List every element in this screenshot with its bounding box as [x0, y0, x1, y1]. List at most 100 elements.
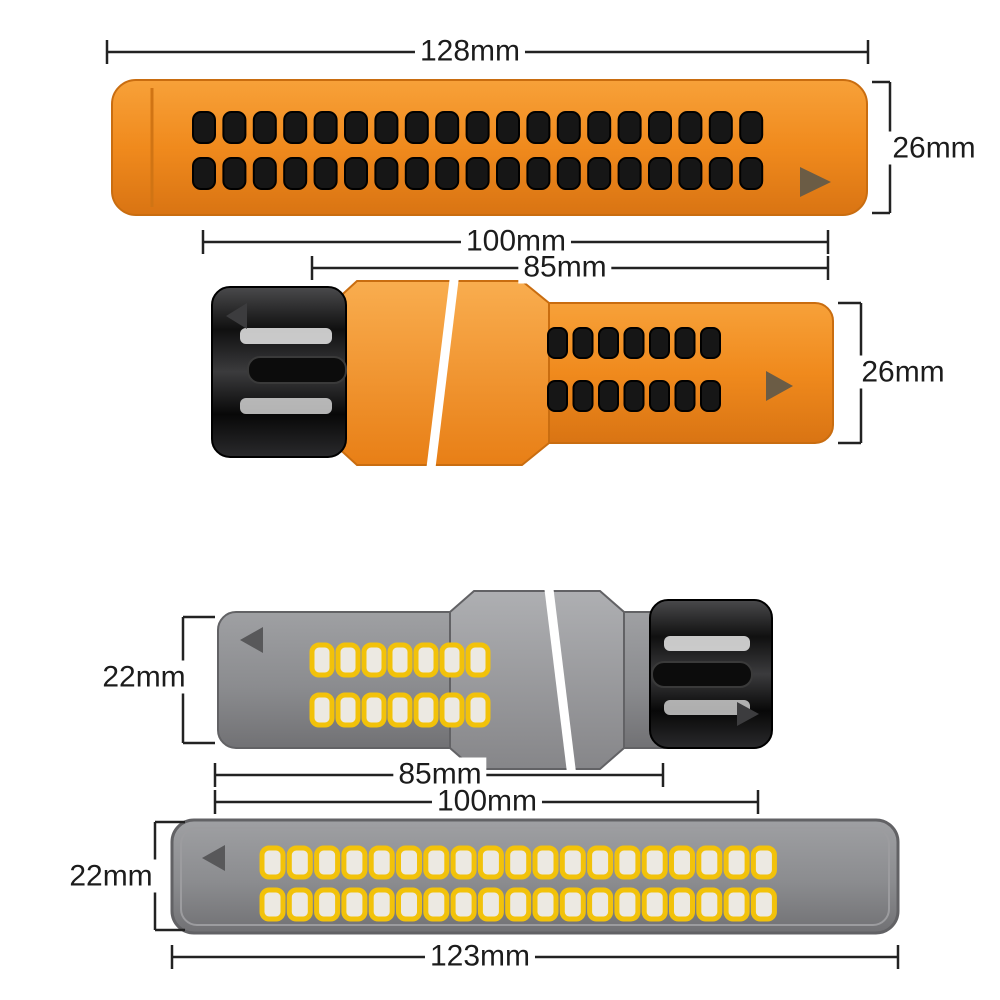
strap-hole [374, 157, 399, 190]
strap-hole [641, 887, 668, 922]
strap-hole [450, 845, 477, 880]
band3-outer-dimension-label: 100mm [431, 784, 543, 818]
strap-hole [678, 157, 703, 190]
strap-hole [750, 845, 777, 880]
strap-hole [496, 157, 520, 190]
dimension-lines [105, 40, 900, 969]
strap-hole [192, 157, 216, 190]
strap-hole [678, 111, 703, 144]
band2-inner-dimension-label: 85mm [518, 250, 612, 284]
band-4-arrow-mark [202, 845, 225, 871]
strap-hole [496, 111, 520, 144]
strap-hole [505, 845, 532, 880]
strap-hole [505, 887, 532, 922]
strap-hole [387, 642, 413, 678]
strap-hole [335, 642, 361, 678]
band-1-holes [192, 111, 764, 190]
strap-hole [423, 845, 450, 880]
band-3-holes [309, 642, 491, 728]
band-3-arrow-mark [240, 627, 263, 653]
strap-hole [547, 380, 568, 412]
strap-hole [396, 845, 422, 880]
strap-hole [259, 845, 286, 880]
strap-hole [313, 157, 338, 190]
strap-hole [708, 157, 733, 190]
strap-hole [556, 111, 581, 144]
band-2-arrow-mark [766, 371, 793, 401]
strap-hole [344, 157, 368, 190]
strap-hole [368, 887, 395, 922]
strap-hole [648, 111, 672, 144]
strap-hole [700, 327, 721, 359]
band-2-with-buckle [211, 276, 834, 472]
strap-hole [222, 157, 247, 190]
strap-hole [286, 887, 313, 922]
strap-hole [396, 887, 422, 922]
strap-hole [532, 887, 559, 922]
strap-hole [477, 845, 504, 880]
band1-width-dimension-label: 128mm [414, 34, 526, 68]
strap-hole [723, 887, 750, 922]
strap-hole [314, 845, 341, 880]
band1-height-dimension-label: 26mm [887, 131, 981, 165]
strap-hole [465, 642, 491, 678]
strap-hole [614, 845, 641, 880]
strap-hole [674, 380, 696, 412]
band-3-buckle-arrow-mark [737, 702, 759, 726]
strap-hole [723, 845, 750, 880]
strap-hole [435, 157, 460, 190]
strap-hole [674, 327, 696, 359]
strap-hole [286, 845, 313, 880]
strap-hole [309, 642, 335, 678]
strap-hole [423, 887, 450, 922]
strap-hole [450, 887, 477, 922]
strap-hole [374, 111, 399, 144]
strap-hole [572, 380, 594, 412]
band-4-holes [259, 845, 777, 922]
strap-hole [623, 327, 645, 359]
strap-hole [587, 111, 612, 144]
strap-hole [465, 111, 490, 144]
strap-hole [739, 157, 764, 190]
strap-hole [623, 380, 645, 412]
strap-hole [344, 111, 368, 144]
strap-hole [708, 111, 733, 144]
strap-hole [283, 157, 308, 190]
strap-hole [435, 111, 460, 144]
strap-hole [532, 845, 559, 880]
strap-hole [617, 111, 642, 144]
band-3-buckle-gloss-top [664, 636, 750, 651]
band-2-buckle-gloss-bottom [240, 398, 332, 414]
strap-hole [559, 845, 586, 880]
strap-hole [696, 887, 723, 922]
strap-hole [335, 692, 361, 728]
strap-hole [641, 845, 668, 880]
strap-hole [587, 157, 612, 190]
strap-hole [361, 692, 387, 728]
strap-hole [222, 111, 247, 144]
strap-hole [649, 380, 670, 412]
band-3-buckle-pin [651, 661, 753, 688]
band-3-with-buckle [217, 585, 773, 781]
band-2-buckle [211, 286, 347, 458]
strap-hole [413, 692, 439, 728]
band2-height-dimension-label: 26mm [856, 355, 950, 389]
strap-hole [526, 157, 551, 190]
strap-hole [648, 157, 672, 190]
strap-hole [598, 327, 619, 359]
band-1-strap [111, 79, 868, 216]
strap-hole [559, 887, 586, 922]
strap-hole [547, 327, 568, 359]
strap-hole [739, 111, 764, 144]
band4-height-dimension-label: 22mm [64, 859, 158, 893]
band-2-buckle-pin [247, 356, 347, 384]
strap-hole [341, 845, 368, 880]
strap-hole [649, 327, 670, 359]
strap-hole [700, 380, 721, 412]
band-3-raised-center [449, 590, 625, 770]
band3-height-dimension-label: 22mm [97, 660, 191, 694]
band-3-buckle-gloss-bottom [664, 700, 750, 715]
strap-hole [252, 157, 277, 190]
